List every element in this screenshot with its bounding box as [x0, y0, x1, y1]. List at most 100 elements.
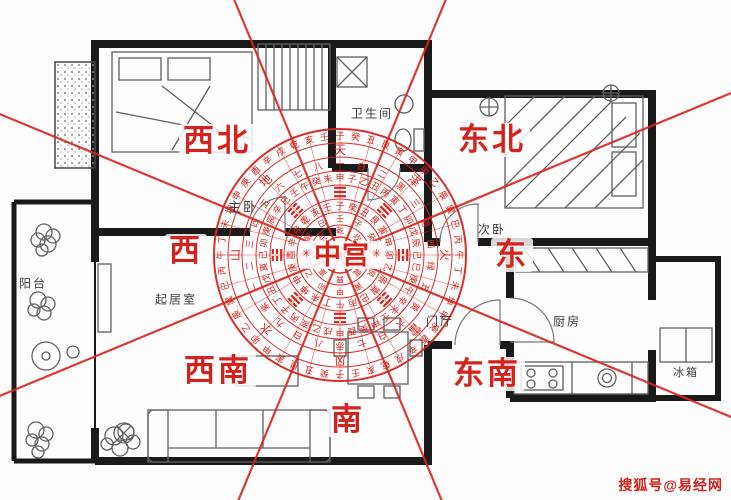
svg-text:甲: 甲 — [381, 237, 393, 248]
svg-text:巽: 巽 — [336, 275, 344, 284]
svg-text:丑: 丑 — [365, 134, 376, 146]
svg-text:二: 二 — [376, 168, 389, 181]
svg-text:辰: 辰 — [265, 214, 278, 227]
svg-text:辰: 辰 — [410, 238, 421, 248]
svg-text:子: 子 — [335, 369, 344, 379]
svg-text:巳: 巳 — [219, 280, 231, 291]
svg-text:巳: 巳 — [358, 291, 371, 304]
svg-text:午: 午 — [335, 299, 344, 310]
lamp-symbols — [479, 84, 620, 117]
svg-text:辰: 辰 — [436, 189, 449, 202]
svg-text:寅: 寅 — [257, 262, 269, 273]
svg-text:癸: 癸 — [350, 130, 360, 142]
svg-text:巳: 巳 — [449, 219, 461, 230]
tv-cabinet — [97, 263, 112, 333]
living-room-plant — [100, 423, 141, 457]
svg-text:壬: 壬 — [319, 131, 329, 142]
direction-label-southeast: 东南 — [449, 356, 525, 392]
balcony-walls — [11, 199, 95, 464]
svg-text:未: 未 — [218, 218, 231, 230]
second-bed — [504, 95, 644, 209]
direction-label-northwest: 西北 — [179, 123, 255, 159]
svg-text:戌: 戌 — [323, 325, 334, 337]
svg-text:酉: 酉 — [347, 325, 357, 336]
svg-text:子: 子 — [347, 173, 357, 184]
svg-text:丑: 丑 — [358, 206, 371, 219]
svg-text:丁: 丁 — [322, 296, 333, 308]
svg-text:卯: 卯 — [402, 214, 415, 227]
svg-text:寅: 寅 — [352, 280, 364, 293]
svg-text:一: 一 — [335, 159, 344, 169]
svg-text:巽: 巽 — [224, 294, 237, 306]
kitchen-counter-bottom — [513, 361, 649, 395]
svg-text:乙: 乙 — [381, 262, 393, 273]
svg-text:火: 火 — [438, 249, 452, 261]
direction-label-south: 南 — [327, 402, 369, 438]
svg-text:壬: 壬 — [336, 214, 344, 224]
svg-text:亥: 亥 — [365, 364, 377, 377]
svg-text:子: 子 — [335, 131, 344, 141]
svg-text:紫: 紫 — [258, 300, 271, 313]
svg-text:辰: 辰 — [376, 273, 389, 286]
svg-text:癸: 癸 — [310, 175, 322, 188]
svg-text:四: 四 — [249, 217, 262, 229]
svg-text:一: 一 — [249, 281, 262, 293]
svg-text:丑: 丑 — [265, 284, 278, 297]
center-flank-right: ✳ — [372, 248, 383, 261]
svg-text:子: 子 — [352, 218, 363, 230]
svg-text:二: 二 — [244, 261, 255, 271]
svg-text:午: 午 — [215, 250, 226, 259]
room-label-master-bedroom: 主卧 — [227, 199, 259, 215]
balcony-plants — [25, 223, 80, 459]
svg-text:巳: 巳 — [410, 262, 421, 272]
svg-text:卯: 卯 — [316, 280, 327, 292]
room-label-bathroom: 卫生间 — [350, 106, 394, 121]
svg-text:午: 午 — [402, 284, 416, 297]
svg-text:八: 八 — [313, 161, 324, 173]
svg-text:丑: 丑 — [369, 180, 382, 193]
svg-text:巽: 巽 — [444, 203, 457, 215]
svg-text:乾: 乾 — [288, 138, 301, 152]
svg-text:午: 午 — [298, 179, 311, 193]
direction-label-east: 东 — [491, 237, 533, 273]
svg-text:坤: 坤 — [223, 203, 237, 216]
svg-text:白: 白 — [376, 329, 389, 343]
svg-text:风: 风 — [334, 353, 346, 367]
room-label-kitchen: 厨房 — [552, 314, 582, 329]
svg-text:丙: 丙 — [216, 265, 227, 275]
svg-text:卯: 卯 — [384, 250, 394, 259]
svg-text:戊: 戊 — [407, 225, 420, 237]
svg-text:巳: 巳 — [316, 218, 327, 230]
svg-text:四: 四 — [425, 239, 436, 249]
svg-text:巽: 巽 — [303, 231, 315, 242]
svg-text:艮: 艮 — [288, 359, 300, 372]
svg-text:申: 申 — [369, 317, 382, 331]
svg-text:碧: 碧 — [419, 216, 432, 228]
svg-text:乾: 乾 — [379, 359, 392, 373]
svg-text:庚: 庚 — [260, 225, 273, 237]
svg-text:丑: 丑 — [304, 364, 315, 376]
svg-text:甲: 甲 — [336, 287, 344, 296]
watermark: 搜狐号@易经网 — [618, 477, 723, 493]
svg-text:七: 七 — [291, 168, 304, 181]
svg-text:丙: 丙 — [452, 234, 463, 244]
svg-text:绿: 绿 — [425, 261, 437, 271]
svg-text:癸: 癸 — [347, 201, 359, 214]
svg-text:己: 己 — [258, 250, 268, 259]
svg-text:天: 天 — [334, 143, 346, 157]
svg-text:三: 三 — [408, 197, 421, 210]
room-label-second-bedroom: 次卧 — [477, 222, 507, 237]
svg-text:午: 午 — [454, 250, 465, 259]
room-label-balcony: 阳台 — [18, 276, 48, 291]
svg-text:庚: 庚 — [286, 262, 299, 274]
svg-text:己: 己 — [412, 250, 422, 259]
fridge-box — [659, 327, 713, 363]
svg-text:八: 八 — [313, 337, 324, 349]
svg-text:五: 五 — [258, 197, 271, 210]
svg-text:卯: 卯 — [258, 238, 269, 248]
svg-text:癸: 癸 — [358, 322, 370, 335]
svg-text:亥: 亥 — [303, 133, 315, 146]
svg-text:酉: 酉 — [286, 250, 296, 259]
svg-text:七: 七 — [356, 337, 367, 349]
